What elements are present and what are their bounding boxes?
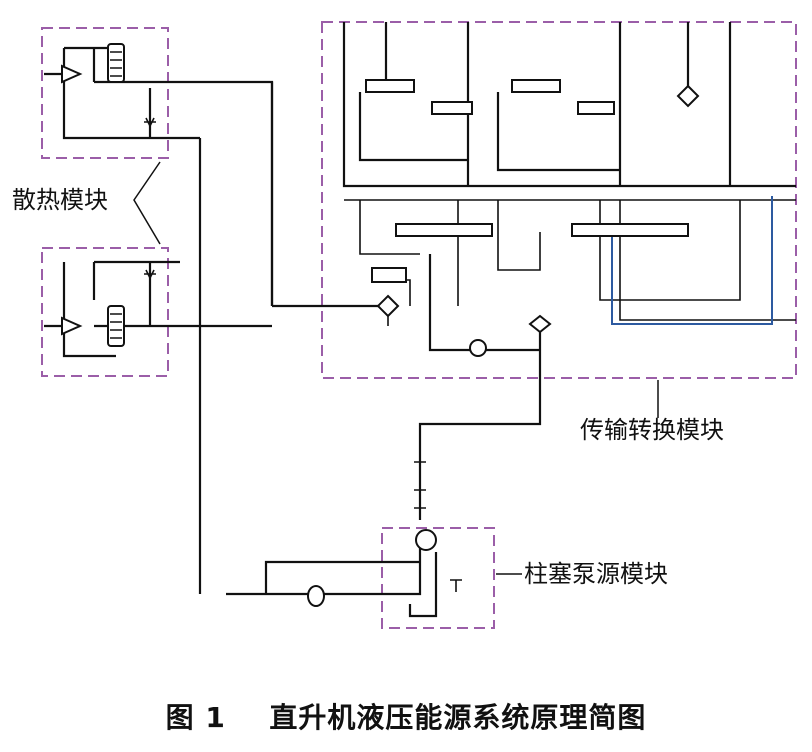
plunger-pump-module-box <box>381 527 495 629</box>
solenoid-valve-icon <box>577 101 615 115</box>
transmission-module-label: 传输转换模块 <box>580 416 724 444</box>
directional-valve-icon <box>395 223 493 237</box>
figure-caption: 图 1 直升机液压能源系统原理简图 <box>0 696 812 736</box>
cooling-label-leader <box>133 161 161 245</box>
solenoid-valve-icon <box>365 79 415 93</box>
fan-motor-icon <box>61 316 83 336</box>
filter-icon <box>376 294 400 318</box>
heat-exchanger-icon <box>107 43 125 83</box>
filter-icon <box>528 314 552 334</box>
transmission-module-internals <box>342 22 796 408</box>
pump-icon <box>415 529 437 551</box>
directional-valve-icon <box>571 223 689 237</box>
lower-cooling-unit <box>44 260 272 358</box>
solenoid-valve-icon <box>511 79 561 93</box>
accumulator-icon <box>469 339 487 357</box>
heat-exchanger-icon <box>107 305 125 347</box>
return-line <box>611 196 773 325</box>
solenoid-valve-icon <box>431 101 473 115</box>
check-valve-icon <box>371 267 407 283</box>
plunger-pump-unit <box>226 529 462 618</box>
fan-motor-icon <box>61 64 83 84</box>
filter-icon <box>307 585 325 607</box>
check-valve-icon <box>144 117 156 128</box>
upper-cooling-unit <box>44 43 274 594</box>
relief-valve-icon <box>676 84 700 108</box>
cooling-module-lower-box <box>41 247 169 377</box>
cooling-module-label: 散热模块 <box>12 186 108 214</box>
plunger-pump-module-label: 柱塞泵源模块 <box>524 560 668 588</box>
figure-title: 直升机液压能源系统原理简图 <box>269 701 647 734</box>
cooling-module-upper-box <box>41 27 169 159</box>
figure-number: 图 1 <box>165 701 226 734</box>
check-valve-icon <box>144 269 156 280</box>
